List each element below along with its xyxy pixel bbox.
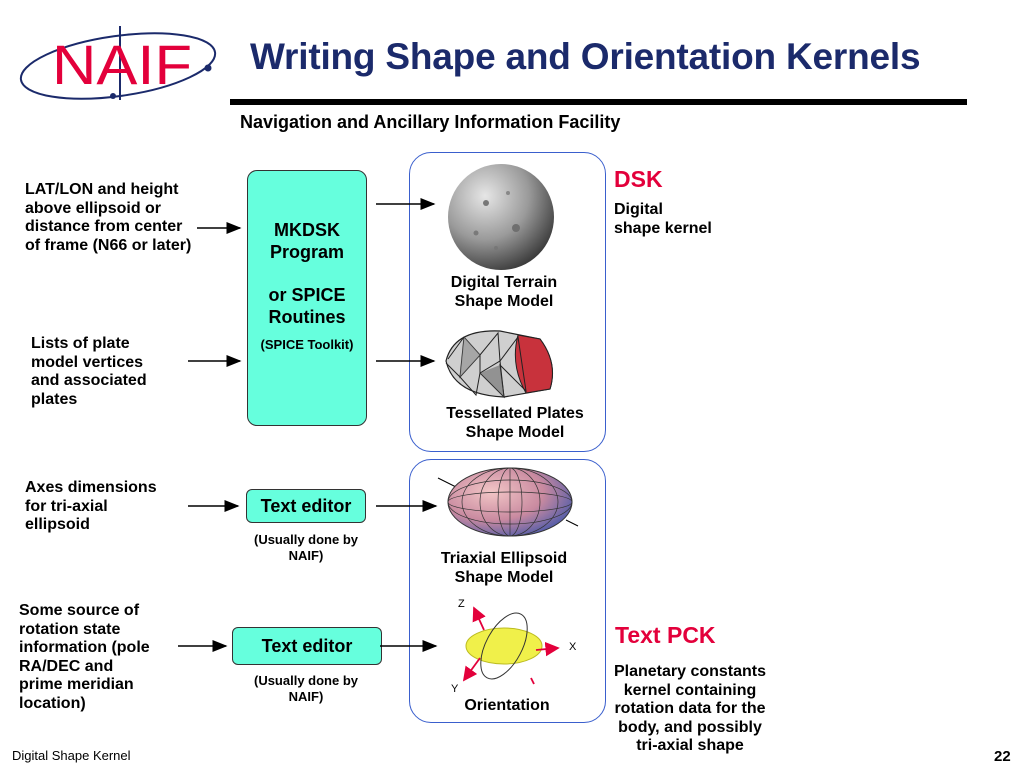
spice-label: or SPICE [268,285,346,305]
triaxial-ellipsoid-image [437,467,579,537]
editor1-note-line: NAIF) [288,547,324,563]
orientation-label: Orientation [464,697,550,714]
tessellated-plates-image [445,330,553,399]
input-axes: Axes dimensions for tri-axial ellipsoid [25,479,157,535]
terrain-model-label: Digital Terrain Shape Model [430,274,578,311]
mkdsk-tool-box: MKDSK Program or SPICE Routines (SPICE T… [247,170,367,426]
logo-text: NAIF [52,33,192,96]
pck-description-line: rotation data for the [614,700,766,717]
dsk-models-panel [409,152,606,452]
pck-description-line: kernel containing [623,681,757,699]
terrain-sphere-image [448,164,554,270]
text-editor-box-2: Text editor [232,627,382,665]
input-latlon-line: above ellipsoid or [25,199,162,217]
terrain-model-line: Shape Model [454,292,554,310]
orientation-diagram [462,606,560,685]
input-latlon-line: LAT/LON and height [25,181,179,198]
editor2-note: (Usually done by NAIF) [236,673,376,704]
input-latlon: LAT/LON and height above ellipsoid or di… [25,181,191,255]
page-title: Writing Shape and Orientation Kernels [250,36,921,77]
ellipsoid-model-line: Triaxial Ellipsoid [440,550,568,567]
editor2-note-line: NAIF) [288,688,324,704]
pck-description-line: body, and possibly [618,718,762,736]
terrain-model-line: Digital Terrain [450,274,558,291]
mkdsk-label: Program [269,242,345,262]
input-plates-line: model vertices [31,353,144,371]
plates-model-line: Shape Model [465,423,565,441]
footer-label: Digital Shape Kernel [12,748,131,763]
pck-title: Text PCK [615,622,716,648]
mkdsk-label: MKDSK [274,220,340,240]
dsk-title: DSK [614,166,663,192]
input-rotation-line: rotation state [19,620,121,638]
input-plates-line: and associated [31,372,147,389]
dsk-description: Digital shape kernel [614,201,712,238]
input-axes-line: Axes dimensions [25,479,157,496]
axis-z-label: Z [458,598,465,610]
page-number: 22 [994,748,1011,765]
logo-orbit [19,32,217,100]
logo-dot-right [204,64,212,72]
input-axes-line: ellipsoid [25,516,90,533]
pck-description: Planetary constants kernel containing ro… [602,663,778,756]
input-plates-line: Lists of plate [31,335,130,352]
input-plates: Lists of plate model vertices and associ… [31,335,147,409]
title-rule [230,99,967,105]
naif-logo: NAIF [19,26,217,100]
input-latlon-line: of frame (N66 or later) [25,236,192,254]
plates-model-line: Tessellated Plates [446,405,584,422]
input-rotation: Some source of rotation state informatio… [19,602,150,713]
toolkit-label: (SPICE Toolkit) [260,337,354,352]
editor1-note-line: (Usually done by [253,532,359,547]
input-axes-line: for tri-axial [25,497,108,515]
input-plates-line: plates [31,390,78,408]
plates-model-label: Tessellated Plates Shape Model [428,405,602,442]
pck-description-line: tri-axial shape [636,737,744,754]
input-rotation-line: information (pole [19,639,150,656]
spice-label: Routines [268,307,346,327]
dsk-description-line: Digital [614,201,663,218]
editor2-note-line: (Usually done by [253,673,359,688]
ellipsoid-model-line: Shape Model [454,568,554,586]
text-editor-box-1: Text editor [246,489,366,523]
page-subtitle: Navigation and Ancillary Information Fac… [240,112,621,132]
dsk-description-line: shape kernel [614,219,712,237]
editor1-note: (Usually done by NAIF) [236,532,376,563]
logo-dot-left [110,93,116,99]
input-rotation-line: prime meridian [19,676,134,693]
axis-y-label: Y [451,683,459,695]
input-rotation-line: location) [19,694,86,712]
input-rotation-line: RA/DEC and [19,657,114,675]
pck-models-panel [409,459,606,723]
ellipsoid-model-label: Triaxial Ellipsoid Shape Model [428,550,580,587]
input-rotation-line: Some source of [19,602,140,619]
pck-description-line: Planetary constants [613,663,767,680]
axis-x-label: X [569,641,577,653]
input-latlon-line: distance from center [25,218,183,235]
